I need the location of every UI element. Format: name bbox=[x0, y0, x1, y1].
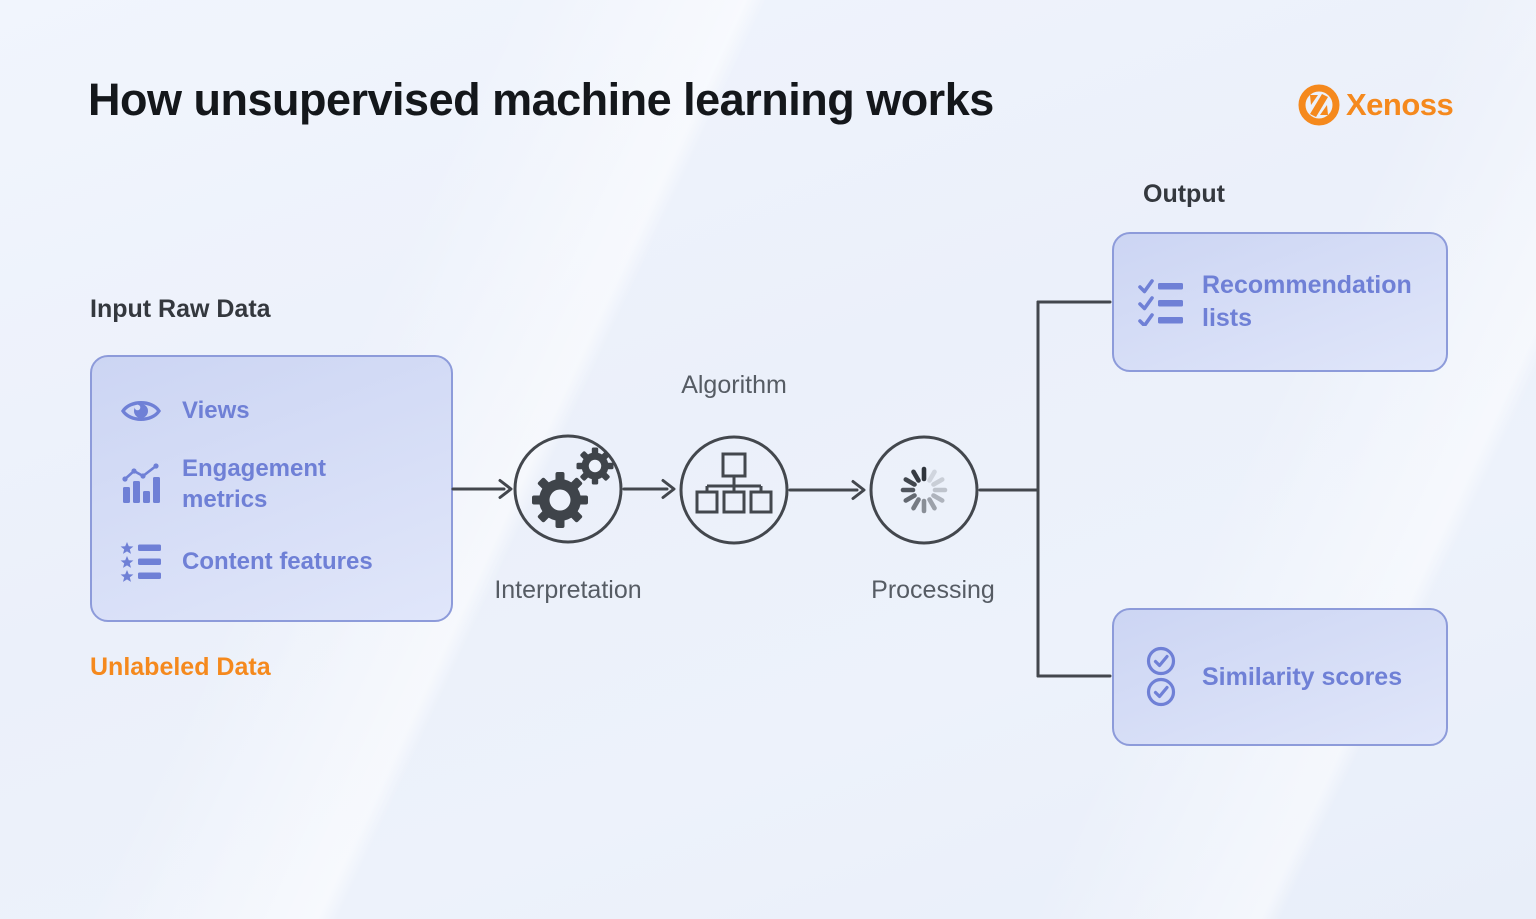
connector-lines bbox=[451, 300, 1112, 678]
input-item-label: Views bbox=[182, 396, 250, 424]
checklist-icon bbox=[1138, 278, 1184, 326]
star-list-icon bbox=[118, 542, 164, 582]
unlabeled-data-note: Unlabeled Data bbox=[90, 653, 271, 681]
processing-circle bbox=[869, 435, 979, 545]
output-similarity-box: Similarity scores bbox=[1112, 608, 1448, 746]
gears-icon bbox=[532, 447, 614, 528]
brand-name: Xenoss bbox=[1346, 87, 1454, 122]
step-label-interpretation: Interpretation bbox=[494, 576, 642, 604]
input-section-label: Input Raw Data bbox=[90, 295, 271, 323]
output-recommendation-box: Recommendation lists bbox=[1112, 232, 1448, 372]
interpretation-circle bbox=[513, 434, 623, 544]
eye-icon bbox=[118, 396, 164, 426]
step-label-processing: Processing bbox=[871, 576, 995, 604]
step-circles bbox=[513, 434, 979, 545]
input-item-engagement: Engagement metrics bbox=[118, 453, 451, 516]
output-item-label: Similarity scores bbox=[1202, 662, 1403, 691]
step-label-algorithm: Algorithm bbox=[681, 371, 787, 399]
algorithm-circle bbox=[679, 435, 789, 545]
output-section-label: Output bbox=[1143, 180, 1225, 208]
spinner-icon bbox=[900, 466, 948, 514]
input-raw-data-box: Views Engagement metric bbox=[90, 355, 453, 622]
input-item-views: Views bbox=[118, 395, 451, 427]
input-item-label: Engagement metrics bbox=[182, 454, 327, 514]
input-item-content-features: Content features bbox=[118, 542, 451, 582]
xenoss-logo-icon bbox=[1298, 84, 1340, 126]
page-title: How unsupervised machine learning works bbox=[88, 74, 994, 125]
input-item-label: Content features bbox=[182, 548, 373, 576]
output-item-label: Recommendation lists bbox=[1202, 271, 1412, 332]
double-check-icon bbox=[1138, 646, 1184, 708]
hierarchy-icon bbox=[695, 452, 773, 514]
brand-logo: Xenoss bbox=[1298, 84, 1454, 126]
bar-chart-icon bbox=[118, 463, 164, 505]
